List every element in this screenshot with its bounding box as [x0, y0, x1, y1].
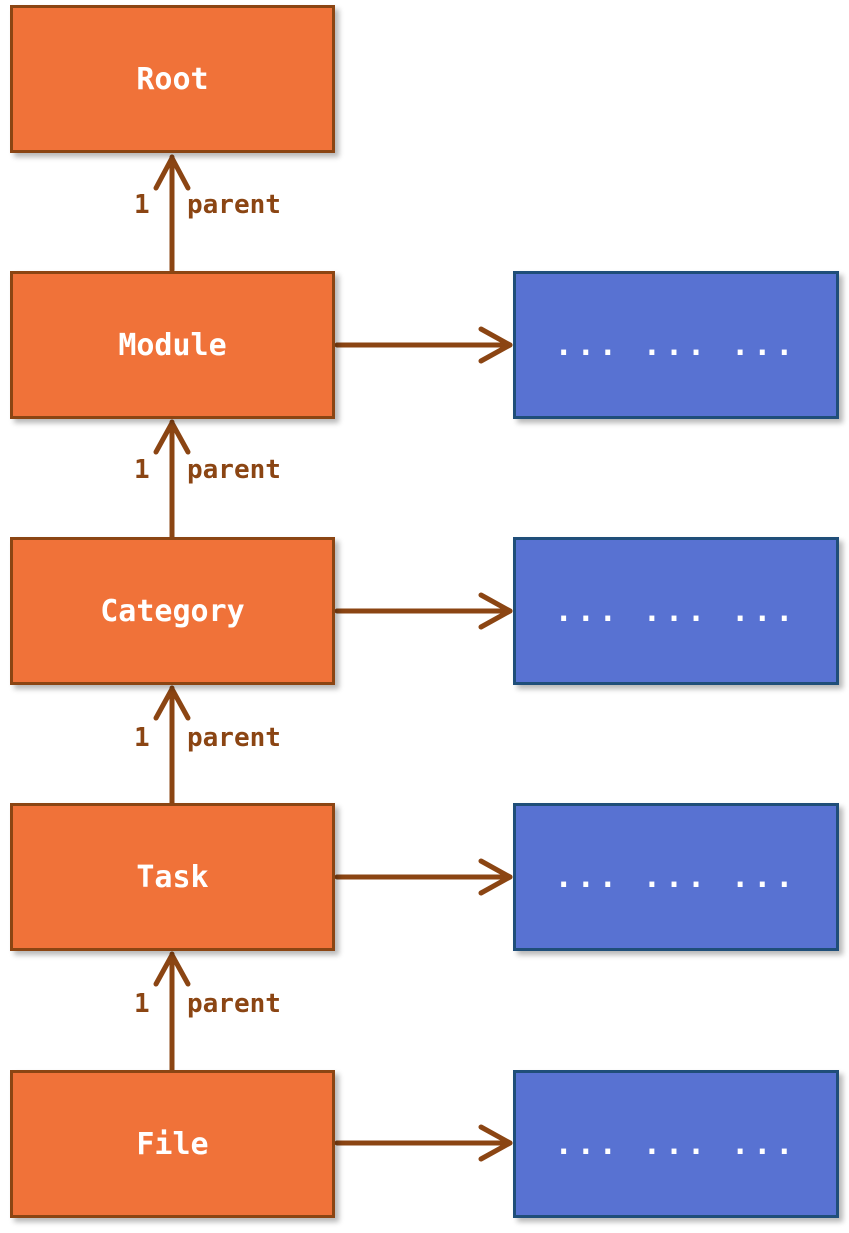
link-4-multiplicity: 1	[134, 989, 150, 1019]
node-category-label: Category	[100, 593, 245, 629]
link-3-multiplicity: 1	[134, 723, 150, 753]
detail-arrow-category	[334, 592, 513, 630]
parent-arrow-module-root	[153, 154, 191, 273]
detail-task: ... ... ...	[513, 803, 839, 951]
node-module-label: Module	[118, 327, 227, 363]
node-file-label: File	[136, 1126, 209, 1162]
node-root: Root	[10, 5, 335, 153]
link-2-role: parent	[187, 455, 281, 485]
node-file: File	[10, 1070, 335, 1218]
link-4-role: parent	[187, 989, 281, 1019]
detail-arrow-task	[334, 858, 513, 896]
detail-file: ... ... ...	[513, 1070, 839, 1218]
node-module: Module	[10, 271, 335, 419]
link-1-multiplicity: 1	[134, 190, 150, 220]
link-3-role: parent	[187, 723, 281, 753]
link-2-multiplicity: 1	[134, 455, 150, 485]
detail-module-text: ... ... ...	[554, 327, 798, 363]
detail-arrow-module	[334, 326, 513, 364]
detail-task-text: ... ... ...	[554, 859, 798, 895]
node-category: Category	[10, 537, 335, 685]
parent-arrow-task-category	[153, 685, 191, 806]
detail-category: ... ... ...	[513, 537, 839, 685]
detail-category-text: ... ... ...	[554, 593, 798, 629]
parent-arrow-category-module	[153, 419, 191, 540]
link-1-role: parent	[187, 190, 281, 220]
node-task-label: Task	[136, 859, 209, 895]
node-task: Task	[10, 803, 335, 951]
detail-arrow-file	[334, 1124, 513, 1162]
parent-arrow-file-task	[153, 951, 191, 1073]
node-root-label: Root	[136, 61, 209, 97]
detail-module: ... ... ...	[513, 271, 839, 419]
detail-file-text: ... ... ...	[554, 1126, 798, 1162]
